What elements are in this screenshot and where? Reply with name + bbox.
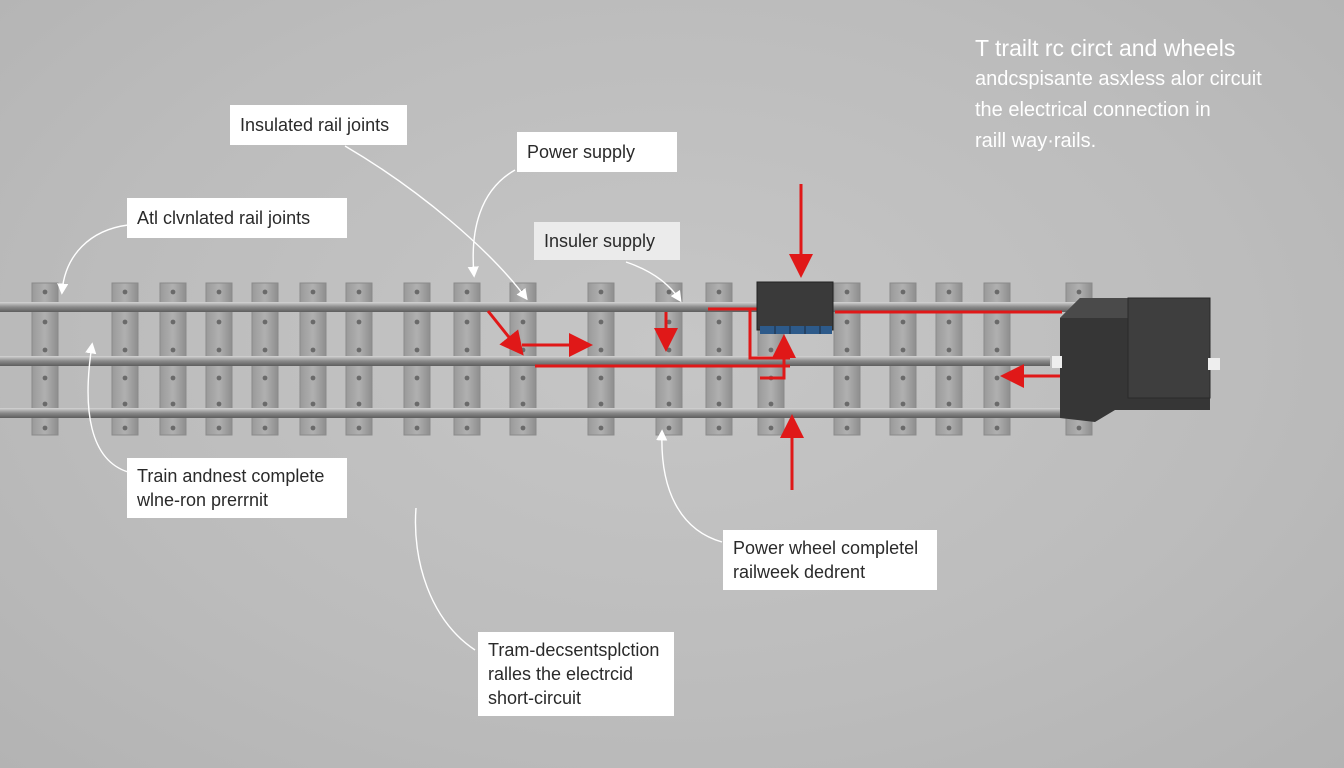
label-text: Insulated rail joints — [240, 115, 390, 135]
label-insulated-rail-joints: Insulated rail joints — [230, 105, 407, 145]
circuit-wire-box-left — [748, 309, 790, 360]
label-text-line-2: railweek dedrent — [733, 562, 866, 582]
label-train-complete: Train andnest complete wlne-ron prerrnit — [127, 458, 347, 518]
leader-insuler-supply — [625, 261, 682, 303]
track-rails — [0, 302, 1092, 418]
diagram-title: T trailt rc circt and wheels andcspisant… — [975, 32, 1262, 157]
label-text-line-2: ralles the electrcid — [488, 664, 634, 684]
power-supply-box-icon — [756, 281, 834, 334]
label-text-line-1: Train andnest complete — [137, 466, 325, 486]
label-text: Power supply — [527, 142, 636, 162]
label-text: Insuler supply — [544, 231, 656, 251]
circuit-wire-diagonal — [486, 310, 524, 356]
rail — [0, 408, 1092, 418]
label-power-supply: Power supply — [517, 132, 677, 172]
label-text-line-2: wlne-ron prerrnit — [137, 490, 269, 510]
title-line-4: raill way·rails. — [975, 130, 1097, 152]
leader-insulated-rail-joints — [344, 145, 528, 301]
label-text-line-1: Power wheel completel — [733, 538, 919, 558]
label-atl-rail-joints: Atl clvnlated rail joints — [127, 198, 347, 238]
label-text-line-1: Tram-decsentsplction — [488, 640, 660, 660]
title-line-3: the electrical connection in — [975, 99, 1211, 121]
circuit-wiring — [486, 184, 1062, 490]
label-text-line-3: short-circuit — [488, 688, 582, 708]
rail — [0, 356, 1050, 366]
leader-power-wheel — [656, 429, 723, 543]
train-block-icon — [1052, 297, 1220, 422]
leader-short-circuit — [414, 507, 476, 651]
label-train-short-circuit: Tram-decsentsplction ralles the electrci… — [478, 632, 674, 716]
label-power-wheel: Power wheel completel railweek dedrent — [723, 530, 937, 590]
title-line-1: T trailt rc circt and wheels — [975, 35, 1236, 61]
rail — [0, 302, 1080, 312]
leader-lines — [57, 145, 723, 651]
leader-power-supply — [467, 169, 516, 278]
label-text: Atl clvnlated rail joints — [137, 208, 311, 228]
leader-train-complete — [85, 342, 129, 473]
leader-atl-rail-joints — [57, 224, 129, 295]
label-insuler-supply: Insuler supply — [534, 222, 680, 260]
title-line-2: andcspisante asxless alor circuit — [975, 68, 1262, 90]
